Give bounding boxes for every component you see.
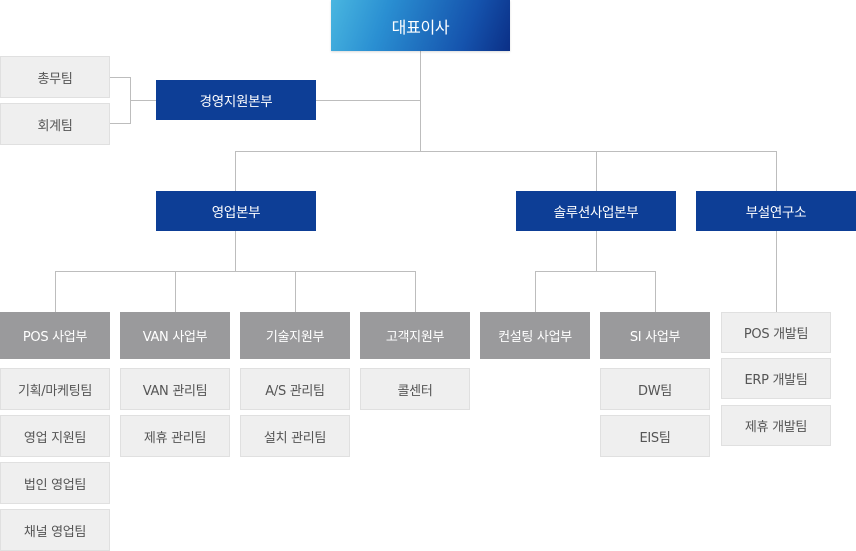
team-eis: EIS팀 (600, 415, 710, 457)
team-corporate-sales: 법인 영업팀 (0, 462, 110, 504)
team-pos-development: POS 개발팀 (721, 312, 831, 353)
division-management-support: 경영지원본부 (156, 80, 316, 120)
team-installation-management: 설치 관리팀 (240, 415, 350, 457)
ceo-box: 대표이사 (331, 0, 510, 51)
team-as-management: A/S 관리팀 (240, 368, 350, 410)
team-channel-sales: 채널 영업팀 (0, 509, 110, 551)
team-partner-development: 제휴 개발팀 (721, 405, 831, 446)
division-sales: 영업본부 (156, 191, 316, 231)
dept-si: SI 사업부 (600, 312, 710, 359)
dept-consulting: 컨설팅 사업부 (480, 312, 590, 359)
team-van-management: VAN 관리팀 (120, 368, 230, 410)
team-accounting: 회계팀 (0, 103, 110, 145)
team-partner-management: 제휴 관리팀 (120, 415, 230, 457)
team-general-affairs: 총무팀 (0, 56, 110, 98)
division-solution: 솔루션사업본부 (516, 191, 676, 231)
dept-customer-support: 고객지원부 (360, 312, 470, 359)
dept-tech-support: 기술지원부 (240, 312, 350, 359)
team-erp-development: ERP 개발팀 (721, 358, 831, 399)
dept-van: VAN 사업부 (120, 312, 230, 359)
team-sales-support: 영업 지원팀 (0, 415, 110, 457)
division-research-lab: 부설연구소 (696, 191, 856, 231)
team-planning-marketing: 기획/마케팅팀 (0, 368, 110, 410)
dept-pos: POS 사업부 (0, 312, 110, 359)
team-dw: DW팀 (600, 368, 710, 410)
team-call-center: 콜센터 (360, 368, 470, 410)
